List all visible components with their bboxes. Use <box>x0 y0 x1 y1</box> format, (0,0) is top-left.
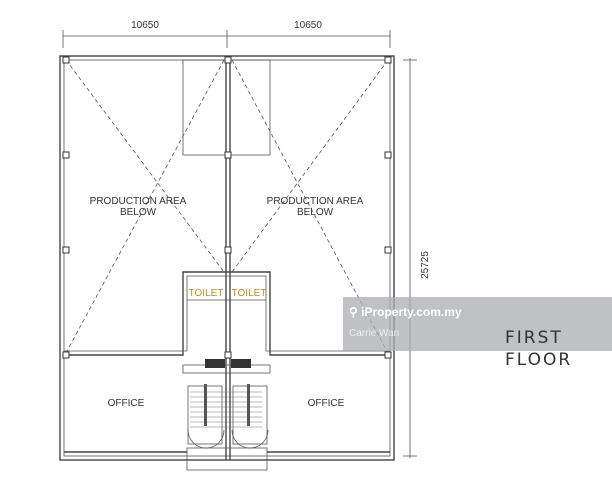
room-label-production-right: PRODUCTION AREA <box>267 196 364 207</box>
watermark-agent: Carrie Wan <box>349 328 400 339</box>
columns <box>62 56 392 359</box>
floor-title-line2: FLOOR <box>505 350 573 370</box>
room-label-production-left-below: BELOW <box>120 207 157 218</box>
room-label-toilet-right: TOILET <box>232 288 267 299</box>
floor-title-line1: FIRST <box>505 328 563 348</box>
top-dimension: 10650 10650 <box>62 20 391 48</box>
room-label-production-left: PRODUCTION AREA <box>90 196 187 207</box>
watermark-brand: ⚲ iProperty.com.my <box>349 305 462 319</box>
dimension-right: 10650 <box>294 20 322 31</box>
dimension-left: 10650 <box>131 20 159 31</box>
side-dimension: 25725 <box>403 58 431 458</box>
room-label-office-left: OFFICE <box>108 398 145 409</box>
watermark-brand-text: iProperty.com.my <box>361 305 462 319</box>
watermark: ⚲ iProperty.com.my Carrie Wan <box>343 297 612 351</box>
room-label-toilet-left: TOILET <box>189 288 224 299</box>
room-label-office-right: OFFICE <box>308 398 345 409</box>
room-label-production-right-below: BELOW <box>297 207 334 218</box>
dimension-depth: 25725 <box>420 251 431 279</box>
